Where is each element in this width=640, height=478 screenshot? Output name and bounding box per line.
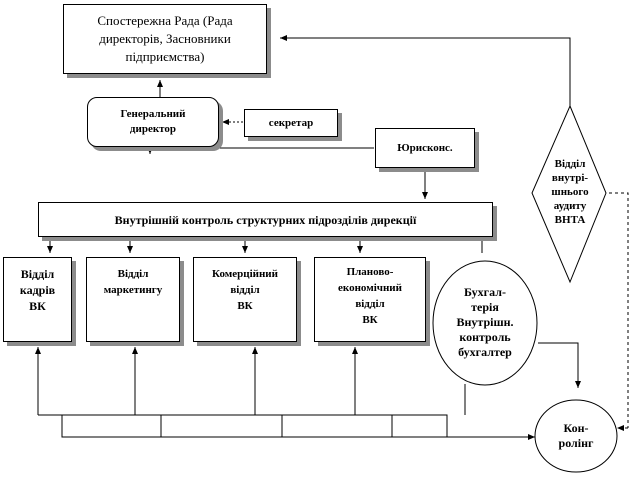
- controlling-label: Кон- ролінг: [558, 421, 594, 450]
- marketing-dept-box: Відділ маркетингу: [86, 257, 180, 342]
- accounting-ellipse: [432, 260, 538, 386]
- arrow-legal-to-director: [149, 147, 374, 150]
- board-label: Спостережна Рада (Рада директорів, Засно…: [97, 13, 233, 64]
- board-box: Спостережна Рада (Рада директорів, Засно…: [63, 4, 267, 74]
- legal-label: Юрисконс.: [397, 142, 453, 154]
- audit-diamond: [531, 104, 607, 284]
- general-director-label: Генеральний директор: [120, 108, 186, 135]
- legal-box: Юрисконс.: [375, 128, 475, 168]
- secretary-box: секретар: [244, 109, 338, 137]
- internal-control-box: Внутрішній контроль структурних підрозді…: [38, 202, 493, 237]
- arrow-accounting-to-controlling: [538, 342, 581, 388]
- hr-dept-label: Відділ кадрів ВК: [19, 267, 56, 313]
- commercial-dept-box: Комерційний відділ ВК: [193, 257, 297, 342]
- arrow-audit-to-board: [280, 35, 571, 106]
- planning-dept-box: Планово- економічний відділ ВК: [314, 257, 426, 342]
- commercial-dept-label: Комерційний відділ ВК: [212, 268, 278, 312]
- planning-dept-label: Планово- економічний відділ ВК: [338, 266, 402, 326]
- secretary-label: секретар: [268, 117, 314, 129]
- bottom-channel: [61, 414, 448, 438]
- arrow-audit-to-controlling: [603, 192, 629, 428]
- hr-dept-box: Відділ кадрів ВК: [3, 257, 72, 342]
- general-director-box: Генеральний директор: [87, 97, 219, 147]
- internal-control-label: Внутрішній контроль структурних підрозді…: [114, 212, 417, 227]
- audit-label: Відділ внутрі- шнього аудиту ВНТА: [551, 158, 589, 226]
- marketing-dept-label: Відділ маркетингу: [103, 268, 163, 296]
- controlling-ellipse: [534, 399, 618, 473]
- accounting-label: Бухгал- терія Внутрішн. контроль бухгалт…: [456, 285, 514, 359]
